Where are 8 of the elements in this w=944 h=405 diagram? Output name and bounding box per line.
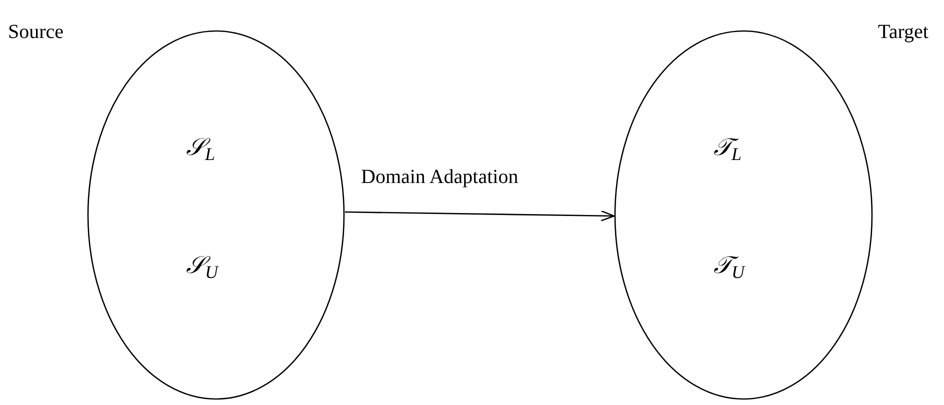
set-symbol: 𝒮$_{U}$	[186, 254, 218, 278]
domain-heading: Source	[8, 22, 64, 42]
set-symbol: 𝒯$_{U}$	[714, 254, 744, 278]
edge-label: Domain Adaptation	[361, 167, 518, 187]
arrow	[345, 210, 615, 222]
domain-heading: Target	[878, 22, 928, 42]
set-symbol: 𝒯$_{L}$	[714, 136, 742, 160]
set-symbol: 𝒮$_{L}$	[186, 136, 216, 160]
